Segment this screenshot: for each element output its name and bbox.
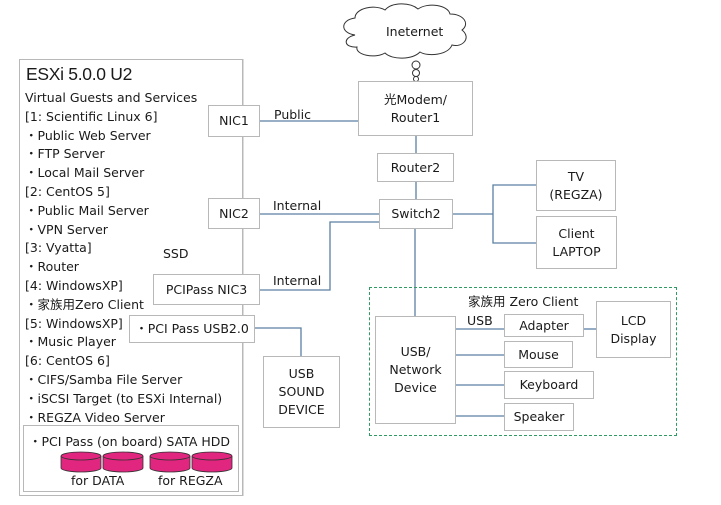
list-item: ・CIFS/Samba File Server (25, 371, 183, 387)
adapter-box: Adapter (504, 314, 584, 337)
list-item: ・Music Player (25, 334, 116, 350)
speaker-label: Speaker (513, 409, 565, 424)
laptop-label-1: Client (558, 225, 595, 241)
list-item: [4: WindowsXP] (25, 277, 123, 293)
tv-laptop-split-line (492, 184, 536, 244)
lcd-display-box: LCD Display (596, 301, 671, 358)
usb-sound-label-2: SOUND (278, 384, 325, 399)
hdd-disk-icon (149, 451, 191, 473)
mouse-label: Mouse (518, 346, 559, 362)
tv-box: TV (REGZA) (536, 160, 616, 211)
list-item: ・REGZA Video Server (25, 409, 165, 425)
esxi-guest-list: Virtual Guests and Services [1: Scientif… (25, 89, 222, 427)
list-item: ・Router (25, 259, 79, 275)
usb-network-label-3: Device (394, 380, 437, 395)
modem-router1-box: 光Modem/ Router1 (358, 81, 473, 136)
list-item: ・Public Mail Server (25, 202, 149, 218)
esxi-title: ESXi 5.0.0 U2 (26, 64, 133, 84)
internet-cloud-icon (343, 3, 467, 82)
router1-label: Router1 (390, 109, 441, 125)
client-laptop-box: Client LAPTOP (536, 216, 617, 269)
speaker-box: Speaker (504, 403, 574, 431)
hdd-disk-icon (191, 451, 233, 473)
ssd-label: SSD (163, 246, 189, 261)
nic1-box: NIC1 (208, 105, 260, 137)
usb-pass-to-sound-line (255, 327, 302, 356)
list-item: [6: CentOS 6] (25, 353, 110, 369)
internal-link-label-2: Internal (273, 273, 322, 288)
usb-link-label: USB (467, 313, 493, 328)
keyboard-box: Keyboard (504, 371, 594, 399)
nic1-label: NIC1 (219, 113, 249, 128)
list-item: ・Local Mail Server (25, 165, 145, 181)
hdd-disk-icon (60, 451, 102, 473)
internet-label: Ineternet (386, 24, 444, 39)
list-item: ・Public Web Server (25, 127, 151, 143)
list-item: [5: WindowsXP] (25, 315, 123, 331)
nic3-box: PCIPass NIC3 (153, 274, 260, 305)
router2-box: Router2 (377, 153, 454, 182)
list-item: ・FTP Server (25, 146, 105, 162)
list-item: [1: Scientific Linux 6] (25, 108, 158, 124)
zero-client-title: 家族用 Zero Client (468, 294, 579, 309)
switch2-box: Switch2 (379, 199, 453, 229)
usb-network-label-2: Network (389, 362, 442, 377)
usb-network-device-box: USB/ Network Device (375, 316, 456, 424)
laptop-label-2: LAPTOP (552, 243, 601, 259)
public-link-label: Public (274, 107, 311, 122)
router2-label: Router2 (390, 159, 441, 175)
hdd-disks (60, 451, 233, 473)
keyboard-label: Keyboard (519, 377, 579, 392)
mouse-box: Mouse (504, 341, 573, 368)
modem-label: 光Modem/ (384, 91, 447, 107)
sata-hdd-title: ・PCI Pass (on board) SATA HDD (29, 434, 231, 449)
adapter-label: Adapter (519, 317, 569, 333)
hdd-group-label: for REGZA (158, 473, 223, 488)
zero-client-group (369, 287, 677, 436)
lcd-label-2: Display (610, 330, 657, 346)
list-item: [3: Vyatta] (25, 240, 92, 256)
list-item: ・iSCSI Target (to ESXi Internal) (25, 390, 223, 406)
usb-network-label-1: USB/ (400, 344, 431, 359)
list-item: [2: CentOS 5] (25, 183, 110, 199)
tv-label: TV (567, 168, 585, 184)
usb-pass-label: ・PCI Pass USB2.0 (135, 321, 249, 336)
nic2-box: NIC2 (208, 198, 260, 229)
lcd-label-1: LCD (620, 312, 647, 328)
list-item: Virtual Guests and Services (25, 90, 198, 105)
nic2-label: NIC2 (219, 205, 249, 221)
internal-link-line-2 (260, 221, 404, 291)
usb-sound-device-box: USB SOUND DEVICE (263, 356, 340, 428)
hdd-group-label: for DATA (71, 473, 125, 488)
usb-sound-label-3: DEVICE (278, 402, 325, 417)
tv-model-label: (REGZA) (549, 186, 603, 202)
hdd-disk-icon (102, 451, 144, 473)
list-item: ・家族用Zero Client (25, 296, 144, 312)
list-item: ・VPN Server (25, 221, 108, 237)
nic3-label: PCIPass NIC3 (165, 281, 248, 297)
usb-pass-box: ・PCI Pass USB2.0 (129, 315, 255, 343)
usb-sound-label-1: USB (288, 366, 315, 381)
sata-hdd-panel: ・PCI Pass (on board) SATA HDD for DATA f… (23, 425, 239, 492)
switch2-label: Switch2 (391, 206, 441, 221)
internal-link-label-1: Internal (273, 198, 322, 213)
